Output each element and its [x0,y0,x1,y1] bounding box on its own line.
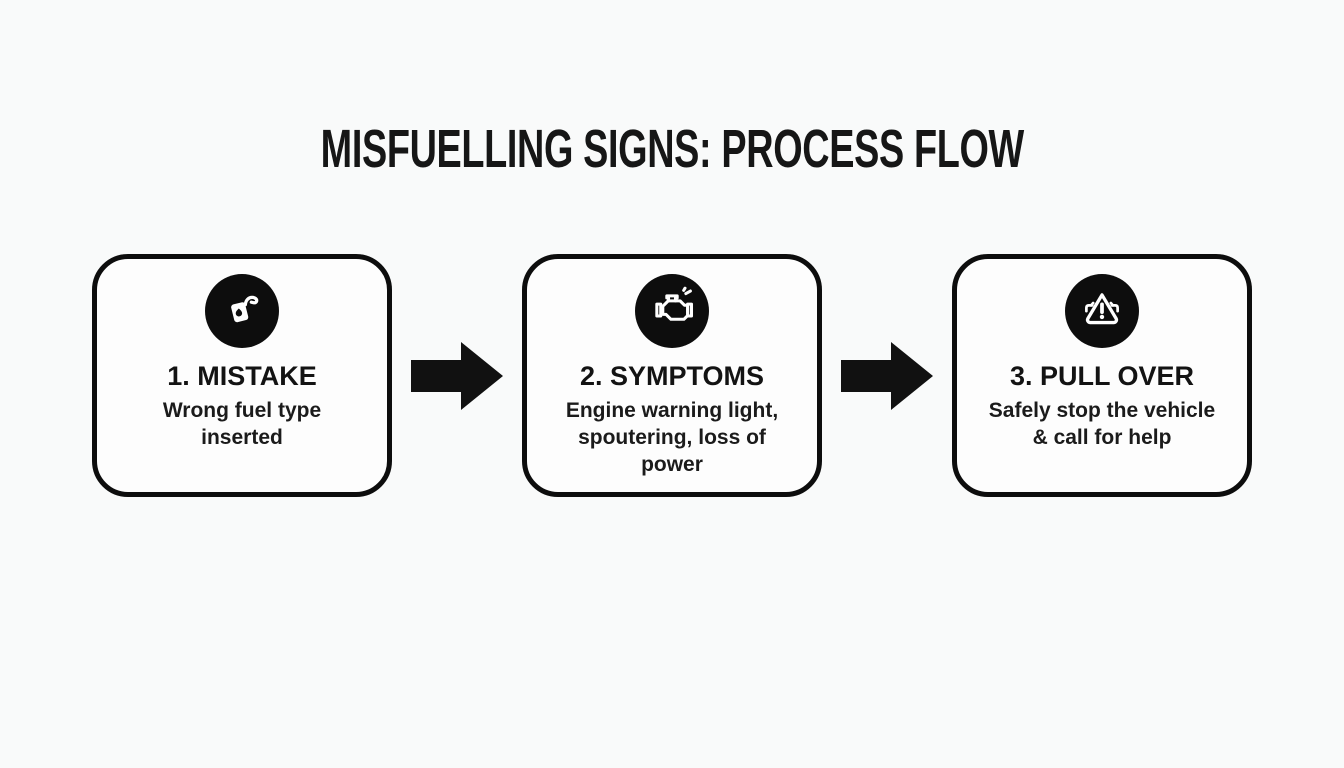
step-heading: 2. SYMPTOMS [579,361,765,391]
step-heading: 3. PULL OVER [1009,361,1195,391]
arrow-right-icon [841,341,933,418]
flow-arrow-1 [411,338,503,414]
process-flow: 1. MISTAKE Wrong fuel type inserted [0,254,1344,497]
step-icon-circle [635,274,709,348]
step-icon-circle [1065,274,1139,348]
step-description: Engine warning light, spoutering, loss o… [565,399,779,476]
step-heading: 1. MISTAKE [167,361,317,391]
engine-warning-icon [646,283,698,340]
warning-triangle-icon [1077,284,1127,339]
arrow-right-icon [411,341,503,418]
step-description: Safely stop the vehicle & call for help [988,399,1216,449]
step-icon-circle [205,274,279,348]
step-box-pull-over: 3. PULL OVER Safely stop the vehicle & c… [952,254,1252,497]
step-box-symptoms: 2. SYMPTOMS Engine warning light, spoute… [522,254,822,497]
step-box-mistake: 1. MISTAKE Wrong fuel type inserted [92,254,392,497]
page-title: MISFUELLING SIGNS: PROCESS FLOW [320,119,1024,179]
step-description: Wrong fuel type inserted [162,399,322,449]
fuel-nozzle-icon [219,286,265,337]
flow-arrow-2 [841,338,933,414]
page-title-row: MISFUELLING SIGNS: PROCESS FLOW [0,118,1344,180]
